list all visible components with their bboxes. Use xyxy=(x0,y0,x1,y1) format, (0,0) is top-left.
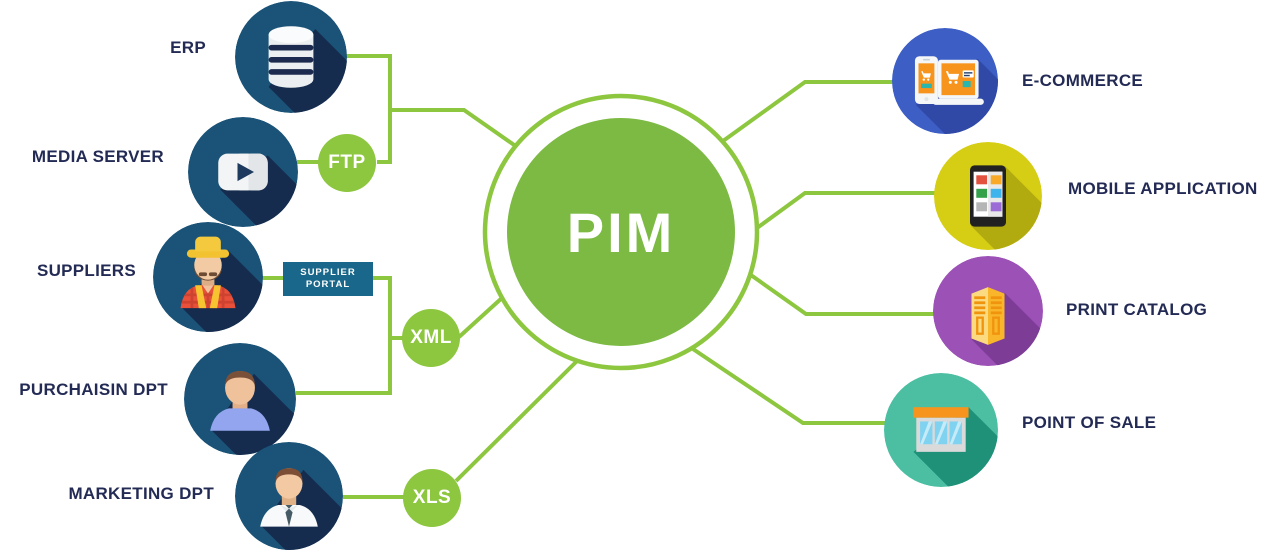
supplier-portal-box: SUPPLIER PORTAL xyxy=(283,262,373,296)
purchasing-dpt-node xyxy=(184,343,296,455)
e-commerce-node xyxy=(892,28,998,134)
ftp-connector-badge: FTP xyxy=(318,134,376,192)
print-catalog-node xyxy=(933,256,1043,366)
line-xml-to-pim xyxy=(457,295,505,339)
line-pim-to-print xyxy=(746,271,934,316)
farmer-icon xyxy=(180,236,236,309)
video-player-icon xyxy=(218,153,268,191)
long-shadow xyxy=(971,292,1043,366)
line-portal-purchasing-junction xyxy=(296,276,392,395)
suppliers-label: SUPPLIERS xyxy=(36,261,136,280)
supplier-portal-line2: PORTAL xyxy=(305,279,351,290)
marketing-dpt-label: MARKETING DPT xyxy=(68,484,214,503)
ftp-label: FTP xyxy=(328,152,366,173)
media-server-node xyxy=(188,117,298,227)
point-of-sale-node xyxy=(884,373,998,487)
xml-connector-badge: XML xyxy=(402,309,460,367)
point-of-sale-label: POINT OF SALE xyxy=(1022,413,1157,432)
media-server-label: MEDIA SERVER xyxy=(31,147,164,166)
brochure-icon xyxy=(971,287,1005,345)
supplier-portal-line1: SUPPLIER xyxy=(300,266,356,278)
line-junction-to-pim xyxy=(390,108,519,149)
suppliers-node xyxy=(153,222,263,332)
person-icon xyxy=(210,371,270,431)
line-pim-to-mobile xyxy=(755,191,935,230)
xls-connector-badge: XLS xyxy=(403,469,461,527)
print-catalog-label: PRINT CATALOG xyxy=(1066,300,1208,319)
purchasing-dpt-label: PURCHAISIN DPT xyxy=(19,380,168,399)
line-pim-to-ecommerce xyxy=(721,80,893,143)
erp-label: ERP xyxy=(170,38,206,57)
pim-center-node: PIM xyxy=(507,118,735,346)
mobile-application-label: MOBILE APPLICATION xyxy=(1068,179,1258,198)
erp-node xyxy=(235,1,347,113)
smartphone-apps-icon xyxy=(970,165,1006,227)
mobile-application-node xyxy=(934,142,1042,250)
marketing-dpt-node xyxy=(235,442,343,550)
pim-label: PIM xyxy=(566,200,676,264)
devices-cart-icon xyxy=(914,56,984,105)
line-pim-to-pos xyxy=(688,345,885,425)
xls-label: XLS xyxy=(412,487,452,508)
e-commerce-label: E-COMMERCE xyxy=(1022,71,1144,90)
xml-label: XML xyxy=(410,327,452,348)
storefront-icon xyxy=(913,407,969,452)
line-xls-to-pim xyxy=(454,359,579,483)
database-icon xyxy=(268,26,314,88)
businessman-icon xyxy=(260,468,318,527)
